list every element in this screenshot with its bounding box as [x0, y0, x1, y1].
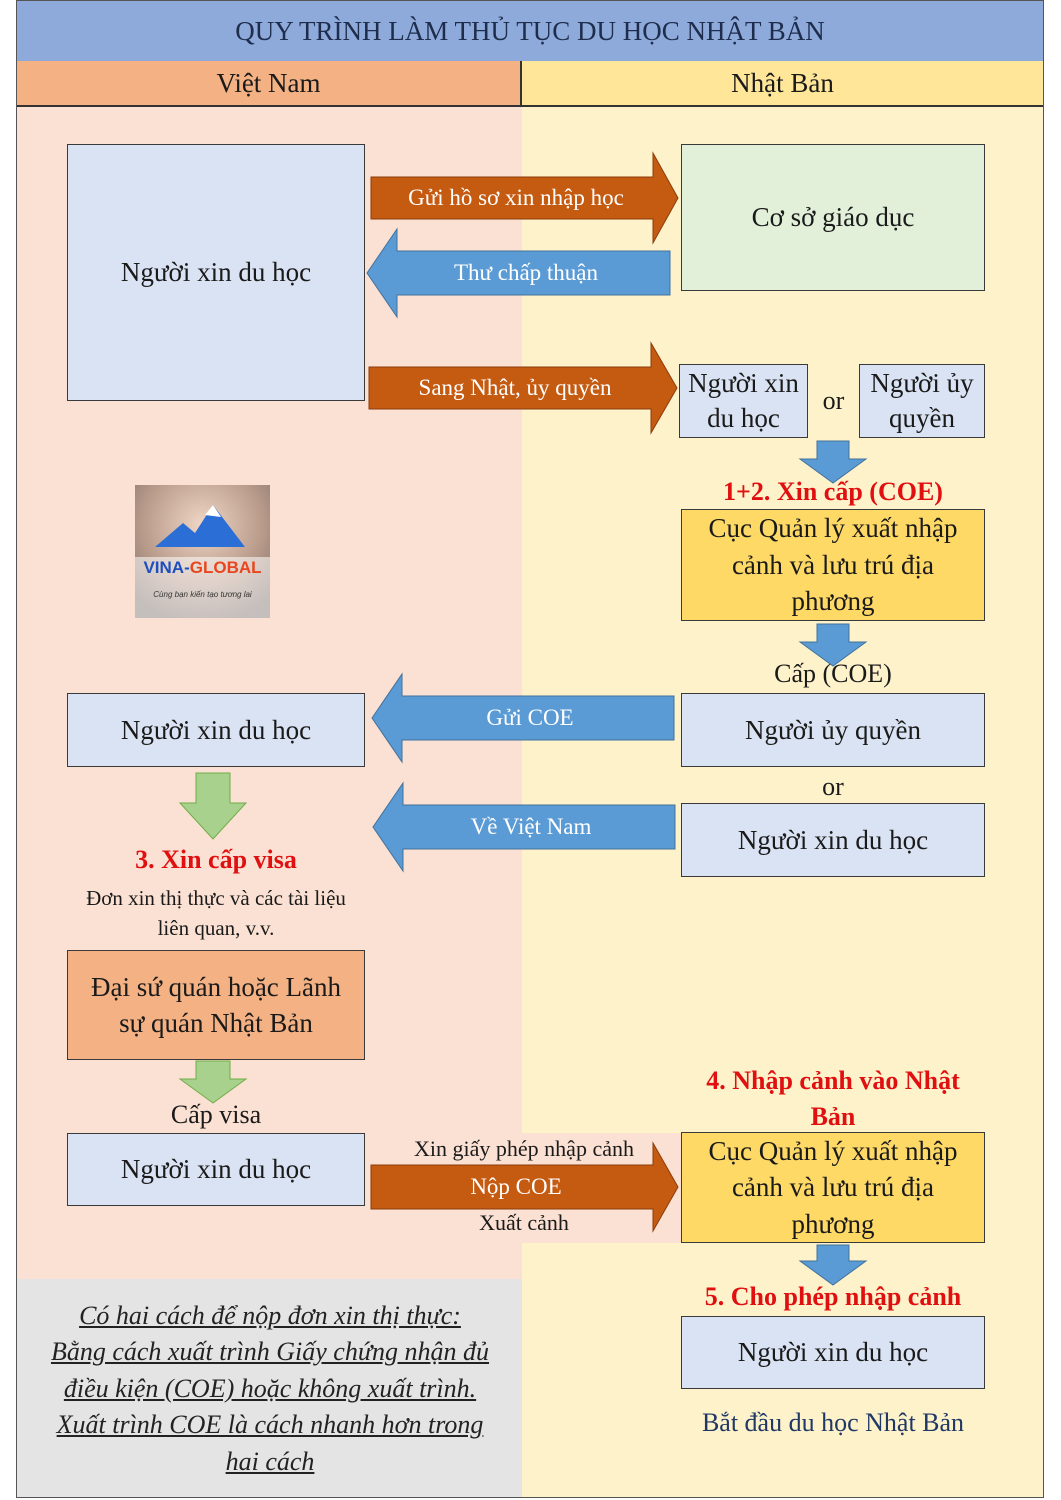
vietnam-column-header: Việt Nam — [17, 61, 522, 107]
or-label-1: or — [822, 386, 845, 415]
proxy-box: Người ủy quyền — [681, 693, 985, 767]
page-frame — [16, 0, 1044, 1498]
down-arrow-coe-request — [798, 440, 868, 484]
step-3-label: 3. Xin cấp visa — [135, 845, 297, 874]
return-vietnam-label: Về Việt Nam — [470, 814, 592, 839]
applicant-box-japan: Người xin du học — [681, 803, 985, 877]
note-line-4: Xuất trình COE là cách nhanh hơn trong — [56, 1410, 484, 1440]
embassy-box: Đại sứ quán hoặc Lãnh sự quán Nhật Bản — [67, 950, 365, 1060]
applicant-box-main: Người xin du học — [67, 144, 365, 401]
acceptance-letter-label: Thư chấp thuận — [453, 260, 599, 285]
immigration-box-1: Cục Quản lý xuất nhập cảnh và lưu trú đị… — [681, 509, 985, 621]
note-line-3: điều kiện (COE) hoặc không xuất trình. — [63, 1373, 477, 1403]
send-application-label: Gửi hồ sơ xin nhập học — [408, 185, 624, 210]
down-arrow-visa-issue — [178, 1060, 248, 1104]
or-label-2: or — [822, 772, 844, 801]
note-line-1: Có hai cách để nộp đơn xin thị thực: — [79, 1301, 461, 1330]
acceptance-letter-arrow — [366, 227, 671, 319]
applicant-box-visa: Người xin du học — [67, 1133, 365, 1206]
page-title: QUY TRÌNH LÀM THỦ TỤC DU HỌC NHẬT BẢN — [17, 1, 1043, 61]
note-background — [17, 1279, 522, 1498]
school-box: Cơ sở giáo dục — [681, 144, 985, 291]
step-5-label: 5. Cho phép nhập cảnh — [704, 1282, 962, 1311]
japan-column-header: Nhật Bản — [522, 61, 1043, 107]
entry-permit-label: Xin giấy phép nhập cảnh — [414, 1136, 634, 1161]
issue-coe-label: Cấp (COE) — [774, 659, 892, 688]
vina-global-logo — [135, 485, 270, 618]
applicant-box-final: Người xin du học — [681, 1316, 985, 1389]
down-arrow-visa-request — [178, 772, 248, 840]
submit-coe-label: Nộp COE — [470, 1174, 562, 1199]
step-4-label: 4. Nhập cảnh vào Nhật Bản — [706, 1066, 960, 1132]
note-line-5: hai cách — [225, 1446, 315, 1476]
send-coe-label: Gửi COE — [486, 705, 574, 730]
down-arrow-coe-issue — [798, 623, 868, 667]
departure-label: Xuất cảnh — [479, 1210, 569, 1235]
go-japan-arrow — [368, 341, 678, 435]
send-coe-arrow — [371, 672, 675, 764]
return-vietnam-arrow — [372, 781, 676, 873]
submit-coe-arrow — [370, 1141, 679, 1233]
send-application-arrow — [370, 151, 679, 245]
start-study-label: Bắt đầu du học Nhật Bản — [701, 1408, 965, 1437]
applicant-box-small: Người xin du học — [679, 364, 808, 438]
proxy-box-small: Người ủy quyền — [859, 364, 985, 438]
japan-column-background — [522, 107, 1043, 1498]
visa-method-note: Có hai cách để nộp đơn xin thị thực: Bằn… — [20, 1298, 520, 1480]
logo-tagline: Cùng bạn kiến tạo tương lai — [153, 590, 252, 599]
issue-visa-label: Cấp visa — [170, 1100, 262, 1129]
step-1-2-label: 1+2. Xin cấp (COE) — [723, 477, 943, 506]
go-japan-label: Sang Nhật, ủy quyền — [418, 375, 612, 400]
down-arrow-entry — [798, 1244, 868, 1286]
logo-wordmark: VINA-GLOBAL — [143, 558, 262, 577]
immigration-box-2: Cục Quản lý xuất nhập cảnh và lưu trú đị… — [681, 1132, 985, 1243]
applicant-box-coe: Người xin du học — [67, 693, 365, 767]
note-line-2: Bằng cách xuất trình Giấy chứng nhận đủ — [50, 1337, 490, 1367]
visa-documents-note: Đơn xin thị thực và các tài liệu liên qu… — [86, 886, 346, 941]
